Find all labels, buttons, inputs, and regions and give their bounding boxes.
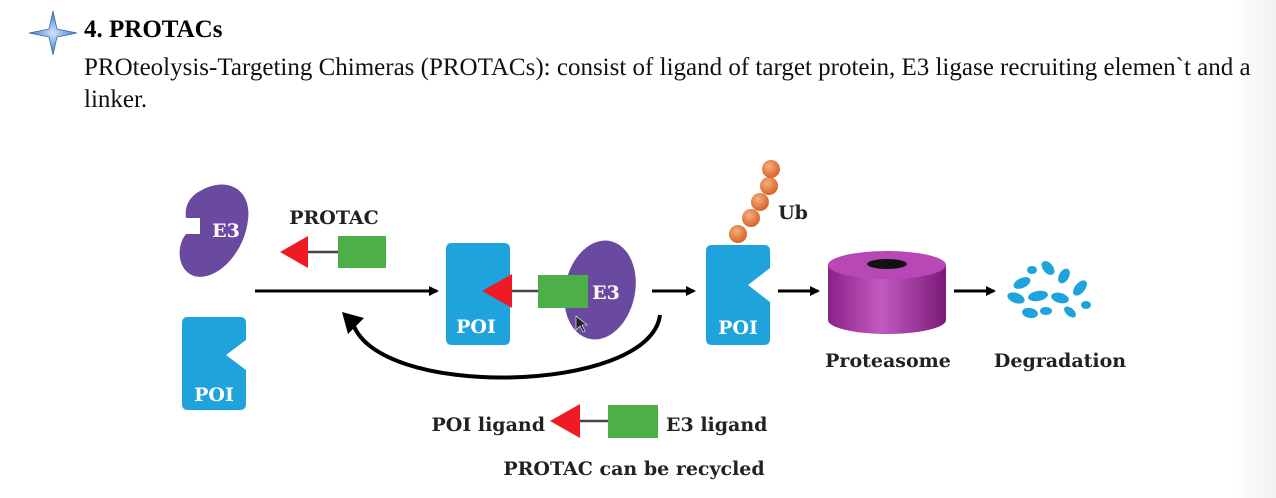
degradation-fragments (1007, 261, 1091, 319)
section-heading: 4. PROTACs (84, 16, 223, 43)
section-description: PROteolysis-Targeting Chimeras (PROTACs)… (84, 54, 1251, 113)
recycled-caption: PROTAC can be recycled (503, 458, 764, 480)
e3-ligand-legend-block (608, 405, 658, 438)
protac-molecule: PROTAC (280, 207, 386, 268)
ubiquitinated-poi: POI Ub (706, 160, 808, 345)
e3-ligase-free: E3 (179, 184, 249, 277)
poi-protein-bound (446, 243, 510, 345)
ubiquitin-bead (751, 193, 769, 211)
e3-ligand-label: E3 ligand (666, 414, 767, 436)
poi-label: POI (194, 384, 234, 406)
proteasome-label: Proteasome (825, 350, 951, 372)
poi-label-bound: POI (456, 316, 496, 338)
poi-ligand-bound (482, 274, 512, 308)
poi-protein-free: POI (182, 317, 246, 410)
ubiquitin-bead (742, 209, 760, 227)
protac-label: PROTAC (289, 207, 379, 229)
mouse-cursor-icon (575, 315, 588, 333)
recycle-arrowhead (342, 312, 364, 334)
proteasome: Proteasome (825, 251, 951, 372)
e3-ligand-bound (538, 275, 588, 308)
degradation-label: Degradation (994, 350, 1126, 372)
four-point-star-icon (28, 10, 78, 56)
poi-ligand-legend-triangle (550, 404, 580, 438)
recycle-arrow (350, 314, 662, 380)
recycled-protac: POI ligand E3 ligand PROTAC can be recyc… (432, 404, 767, 480)
poi-label-ub: POI (718, 317, 758, 339)
ternary-complex: POI E3 (446, 240, 636, 345)
e3-label: E3 (212, 220, 240, 242)
e3-ligand-block (338, 236, 386, 268)
poi-ligand-triangle (280, 236, 308, 268)
ubiquitin-bead (729, 225, 747, 243)
ubiquitin-bead (760, 177, 778, 195)
poi-ligand-label: POI ligand (432, 414, 545, 436)
e3-ligase-bound (564, 240, 636, 340)
ubiquitin-bead (762, 160, 780, 178)
e3-label-bound: E3 (592, 282, 620, 304)
ub-label: Ub (778, 202, 808, 224)
